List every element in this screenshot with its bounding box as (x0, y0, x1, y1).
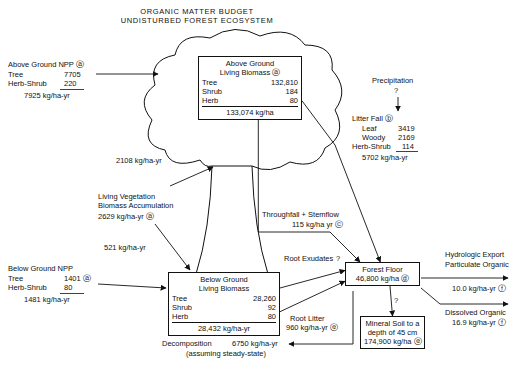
row-name: Shrub (202, 87, 222, 96)
box-heading: Mineral Soil to a depth of 45 cm (364, 319, 421, 337)
box-total: 174,900 kg/ha ⓔ (364, 337, 421, 346)
flow-arrow (98, 284, 166, 288)
flow-label: 5702 kg/ha-yr (362, 153, 408, 162)
flow-label: 521 kg/ha-yr (104, 243, 146, 252)
box-total: 28,432 kg/ha-yr (172, 322, 276, 333)
flow-label: 960 kg/ha-yr ⓔ (286, 323, 338, 332)
box-total: 133,074 kg/ha (202, 106, 298, 117)
row-value: 28,260 (253, 294, 276, 303)
row-value: 92 (253, 303, 276, 312)
box-heading: Forest Floor (349, 265, 416, 274)
flow-label: Leaf (362, 124, 377, 133)
row-value: 80 (271, 96, 298, 105)
flow-connector (258, 120, 360, 262)
tree-trunk (196, 166, 212, 274)
flow-label: Herb-Shrub (8, 79, 47, 88)
flow-label: Above Ground NPP ⓐ (8, 60, 84, 69)
flow-label: 1481 kg/ha-yr (24, 295, 70, 304)
row-value: 184 (271, 87, 298, 96)
biomass-box: Below Ground Living BiomassTree 28,260Shr… (168, 272, 280, 336)
flow-connector (280, 281, 345, 312)
flow-arrow (421, 278, 508, 279)
flow-label: Root Litter (290, 314, 325, 323)
row-name: Herb (202, 96, 222, 105)
value-table: Tree 132,810Shrub 184Herb 80 (202, 78, 298, 105)
flow-label: (assuming steady-state) (186, 349, 266, 358)
flow-label: 220 (64, 79, 77, 88)
flow-label: ? (394, 296, 398, 305)
tree-trunk (252, 166, 268, 274)
sum-rule (60, 293, 84, 294)
flow-label: Woody (362, 133, 385, 142)
flow-label: Root Exudates (284, 254, 333, 263)
flow-label: 16.9 kg/ha-yr ⓕ (452, 318, 506, 327)
flow-label: 115 kg/ha yr ⓒ (292, 220, 343, 229)
row-name: Tree (172, 294, 192, 303)
flow-arrow (289, 291, 353, 344)
row-value: 132,810 (271, 78, 298, 87)
flow-arrow (170, 167, 213, 186)
flow-label: ? (394, 86, 398, 95)
flow-label: 1401 ⓐ (64, 274, 91, 283)
box-heading: Below Ground Living Biomass (191, 275, 257, 293)
flow-arrow (398, 97, 399, 111)
biomass-box: Above Ground Living Biomass ⓐTree 132,810… (198, 56, 302, 120)
flow-label: Tree (8, 70, 23, 79)
flow-label: 80 (64, 283, 72, 292)
flow-label: 114 (402, 142, 414, 151)
box-heading: Above Ground Living Biomass ⓐ (217, 59, 283, 77)
tree-crown (144, 29, 342, 169)
flow-label: ? (336, 254, 340, 263)
flow-label: 10.0 kg/ha-yr ⓕ (452, 284, 506, 293)
sum-rule (396, 151, 418, 152)
flow-label: 2629 kg/ha-yr ⓐ (98, 212, 154, 221)
flow-label: Throughfall + Stemflow (262, 210, 339, 219)
flow-label: 2108 kg/ha-yr (116, 156, 162, 165)
row-value: 80 (253, 312, 276, 321)
flow-label: Dissolved Organic (445, 308, 506, 317)
biomass-box: Forest Floor46,800 kg/ha ⓓ (345, 262, 420, 286)
flow-label: 6750 kg/ha-yr (232, 339, 278, 348)
flow-label: Herb-Shrub (8, 283, 47, 292)
row-name: Herb (172, 312, 192, 321)
flow-label: Decomposition (162, 339, 212, 348)
flow-label: Below Ground NPP (8, 264, 73, 273)
flow-label: 7925 kg/ha-yr (24, 91, 70, 100)
flow-label: Hydrologic Export (445, 250, 504, 259)
flow-label: Litter Fall ⓑ (352, 114, 393, 123)
flow-label: 3419 (398, 124, 415, 133)
flow-connector (302, 101, 380, 262)
biomass-box: Mineral Soil to a depth of 45 cm174,900 … (360, 316, 425, 349)
row-name: Tree (202, 78, 222, 87)
flow-label: Tree (8, 274, 23, 283)
diagram-title: ORGANIC MATTER BUDGET UNDISTURBED FOREST… (112, 7, 282, 25)
flow-arrow (155, 224, 190, 270)
flow-label: 7705 (64, 70, 81, 79)
flow-label: Herb-Shrub (352, 142, 391, 151)
flow-label: Precipitation (372, 76, 413, 85)
flow-connector (390, 286, 393, 316)
flow-label: Living Vegetation Biomass Accumulation (98, 192, 184, 210)
sum-rule (60, 89, 84, 90)
value-table: Tree 28,260Shrub 92Herb 80 (172, 294, 276, 321)
row-name: Shrub (172, 303, 192, 312)
box-total: 46,800 kg/ha ⓓ (349, 274, 416, 283)
flow-arrow (96, 74, 158, 75)
flow-label: 2169 (398, 133, 415, 142)
flow-label: Particulate Organic (445, 260, 509, 269)
